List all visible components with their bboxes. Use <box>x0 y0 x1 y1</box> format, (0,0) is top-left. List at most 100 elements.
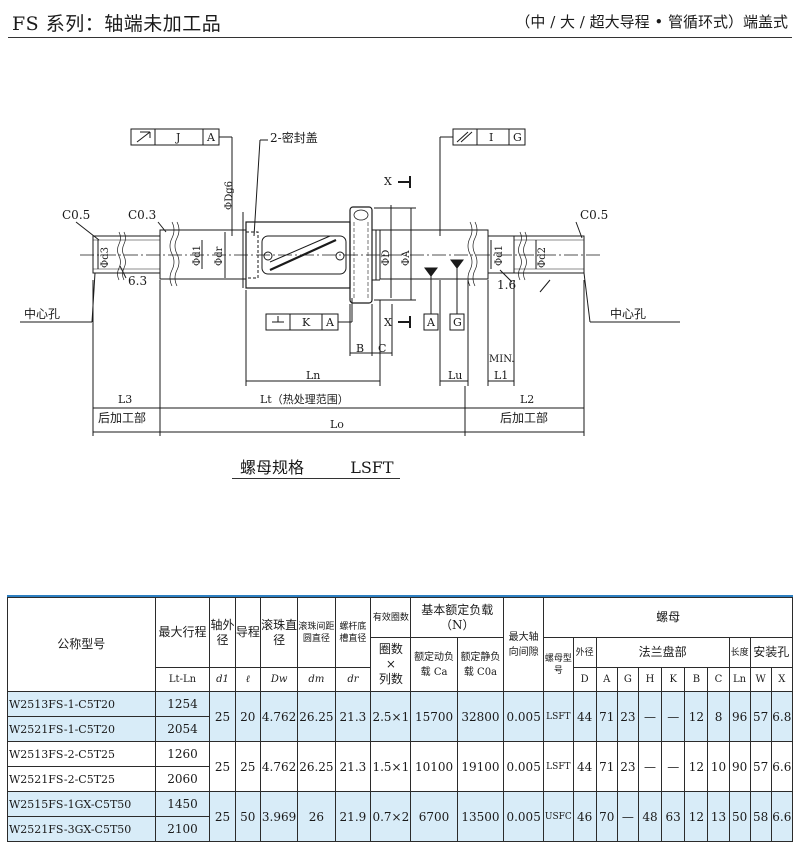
seal-label: 2-密封盖 <box>270 130 318 145</box>
tolerance-frame-left <box>130 128 233 236</box>
center-hole-left: 中心孔 <box>24 306 60 321</box>
cell-w: 58 <box>749 791 772 842</box>
cell-ca: 10100 <box>410 741 458 792</box>
cell-circ: 2.5×1 <box>370 691 412 742</box>
th-shaft-od: 轴外径 <box>209 597 236 668</box>
cell-circ: 0.7×2 <box>370 791 412 842</box>
cell-k: — <box>661 741 686 792</box>
header-divider <box>8 37 792 38</box>
cell-stroke: 1450 <box>154 791 211 817</box>
th-ball-dia-sub: Dw <box>259 667 299 692</box>
cell-d: 44 <box>572 691 597 742</box>
spec-table: 公称型号 最大行程 轴外径 导程 滚珠直径 滚珠间距圆直径 螺杆底槽直径 有效圈… <box>7 597 794 842</box>
cell-h: — <box>637 741 663 792</box>
cell-dw: 4.762 <box>259 691 299 742</box>
dim-1-6: 1.6 <box>497 278 516 292</box>
th-root-dia: 螺杆底槽直径 <box>334 597 372 668</box>
nut-spec: 螺母规格 LSFT <box>240 454 394 478</box>
th-mount: 安装孔 <box>749 637 794 668</box>
th-flange-h: H <box>637 667 663 692</box>
th-nut: 螺母 <box>543 597 793 638</box>
th-flange-b: B <box>684 667 709 692</box>
th-max-stroke-sub: Lt-Ln <box>154 667 211 692</box>
center-hole-right: 中心孔 <box>610 306 646 321</box>
th-length-sub: Ln <box>728 667 751 692</box>
cell-stroke: 2054 <box>154 716 211 742</box>
phi-d2: Φd2 <box>537 247 548 268</box>
tolerance-frame-bottom <box>265 298 353 331</box>
th-circuits-mid: 圈数 <box>378 642 403 656</box>
dim-6-3: 6.3 <box>128 274 147 288</box>
cell-stroke: 2060 <box>154 766 211 792</box>
chamfer-left2: C0.3 <box>128 208 156 222</box>
th-model: 公称型号 <box>7 597 156 692</box>
cell-d: 46 <box>572 791 597 842</box>
th-mount-w: W <box>749 667 772 692</box>
cell-h: — <box>637 691 663 742</box>
cell-nut: USFC <box>543 791 574 842</box>
cell-g: 23 <box>616 741 639 792</box>
cell-nut: LSFT <box>543 691 574 742</box>
page-subtitle: （中 / 大 / 超大导程 • 管循环式）端盖式 <box>515 13 788 31</box>
th-circuits-top: 有效圈数 <box>370 597 412 638</box>
cell-backlash: 0.005 <box>503 741 545 792</box>
cell-dr: 21.9 <box>334 791 372 842</box>
dim-l1: L1 <box>494 369 508 382</box>
th-length: 长度 <box>728 637 751 668</box>
cell-lead: 50 <box>234 791 261 842</box>
cell-model: W2513FS-2-C5T25 <box>7 741 156 767</box>
shaft-right-end <box>513 235 585 274</box>
tube-screw-right <box>335 251 345 261</box>
cell-ca: 6700 <box>410 791 458 842</box>
cell-c0a: 13500 <box>456 791 505 842</box>
return-tube <box>261 235 347 275</box>
th-load: 基本额定负载 （N） <box>410 597 505 638</box>
th-circuits-bot: 列数 <box>378 672 403 686</box>
cell-k: — <box>661 691 686 742</box>
cell-ln: 90 <box>728 741 751 792</box>
phi-d3: Φd3 <box>100 247 111 268</box>
th-root-dia-sub: dr <box>334 667 372 692</box>
cell-d1: 25 <box>209 741 236 792</box>
tol-left-j: J <box>175 131 180 144</box>
cell-lead: 20 <box>234 691 261 742</box>
cell-a: 71 <box>595 691 618 742</box>
cell-x: 6.8 <box>770 691 794 742</box>
cell-c0a: 32800 <box>456 691 505 742</box>
th-pcd-sub: dm <box>297 667 336 692</box>
nut-spec-underline <box>232 478 400 479</box>
cell-c: 10 <box>707 741 730 792</box>
th-ball-dia: 滚珠直径 <box>259 597 299 668</box>
th-flange: 法兰盘部 <box>595 637 730 668</box>
chamfer-right: C0.5 <box>580 208 608 222</box>
th-lead-sub: ℓ <box>234 667 261 692</box>
datum-a-label: A <box>426 316 436 329</box>
cell-a: 71 <box>595 741 618 792</box>
cell-ca: 15700 <box>410 691 458 742</box>
tolerance-frame-right <box>439 128 526 236</box>
cell-g: — <box>616 791 639 842</box>
cell-d: 44 <box>572 741 597 792</box>
cell-c: 8 <box>707 691 730 742</box>
cell-stroke: 2100 <box>154 816 211 842</box>
cell-lead: 25 <box>234 741 261 792</box>
datum-g-label: G <box>453 316 462 329</box>
cell-backlash: 0.005 <box>503 791 545 842</box>
tol-bottom-a: A <box>325 316 335 329</box>
th-flange-a: A <box>595 667 618 692</box>
th-load-label: 基本额定负载 <box>421 602 494 617</box>
cell-dr: 21.3 <box>334 691 372 742</box>
dim-ln: Ln <box>306 369 320 382</box>
dim-min: MIN. <box>489 354 514 365</box>
post-left: 后加工部 <box>98 410 146 425</box>
page-header: FS 系列：轴端未加工品 （中 / 大 / 超大导程 • 管循环式）端盖式 <box>0 0 800 40</box>
cell-c0a: 19100 <box>456 741 505 792</box>
cell-g: 23 <box>616 691 639 742</box>
